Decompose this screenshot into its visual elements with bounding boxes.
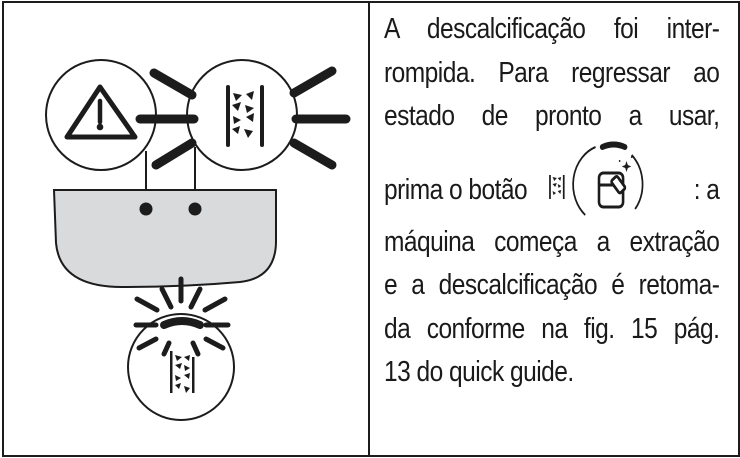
descale-button — [127, 276, 235, 421]
text-line: e a descalcificação é retoma- — [384, 269, 720, 301]
column-divider — [368, 1, 370, 455]
machine-illustration — [45, 59, 351, 421]
descaling-icon — [170, 351, 195, 393]
warning-triangle-icon — [64, 84, 138, 140]
descale-button-icon — [549, 141, 644, 216]
control-panel — [52, 189, 277, 289]
text-line: estado de pronto a usar, — [384, 100, 720, 132]
text-line: máquina começa a extração — [384, 225, 720, 258]
indicator-dot-warning — [139, 202, 153, 216]
text-fragment: prima o botão — [384, 174, 528, 206]
descaling-indicator — [186, 59, 298, 171]
instruction-text: A descalcificação foi inter- rompida. Pa… — [384, 8, 720, 395]
text-line: da conforme na fig. 15 pág. — [384, 312, 720, 345]
descaling-icon — [226, 85, 264, 147]
indicator-dot-descaling — [188, 202, 202, 216]
text-line-with-icon: prima o botão : a — [384, 139, 720, 221]
text-line: A descalcificação foi inter- — [384, 13, 720, 45]
warning-indicator — [45, 59, 157, 171]
flash-rays — [135, 66, 351, 170]
text-line: 13 do quick guide. — [384, 356, 574, 388]
text-line: rompida. Para regressar ao — [384, 56, 720, 89]
text-fragment: : a — [693, 174, 720, 206]
